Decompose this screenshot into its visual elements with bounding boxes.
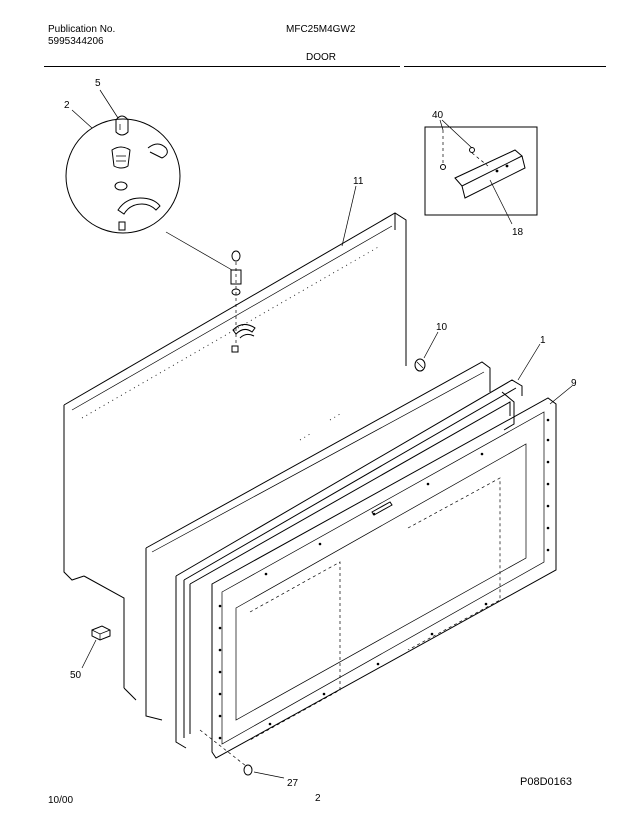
drawing-code: P08D0163 [520,776,572,788]
door-liner-panel [145,361,491,721]
callout-11: 11 [353,176,364,187]
callout-1: 1 [540,335,546,346]
header-rule-right [404,66,606,67]
door-gasket [175,379,523,749]
publication-number: 5995344206 [48,36,104,47]
bottom-screw-part [199,729,253,776]
header-rule-left [44,66,400,67]
door-plug-part [414,358,426,372]
footer-page-number: 2 [315,793,321,804]
footer-date: 10/00 [48,795,74,806]
detail-leader [165,231,233,271]
callout-2: 2 [64,100,70,111]
door-hinge-assembly [230,250,256,353]
callout-5: 5 [95,78,101,89]
publication-label: Publication No. [48,24,116,35]
callout-40: 40 [432,110,444,121]
callout-50: 50 [70,670,82,681]
section-title: DOOR [306,52,336,63]
callout-27: 27 [287,778,299,789]
bumper-part [91,625,111,641]
hinge-detail-circle [65,115,181,234]
outer-door-panel [63,212,407,701]
callout-leaders [71,89,573,779]
bracket-detail-box [424,126,538,216]
callout-10: 10 [436,322,448,333]
liner-window-outlines [249,477,501,741]
model-number: MFC25M4GW2 [286,24,356,35]
callout-9: 9 [571,378,577,389]
callout-18: 18 [512,227,524,238]
breaker-frame [211,397,557,759]
